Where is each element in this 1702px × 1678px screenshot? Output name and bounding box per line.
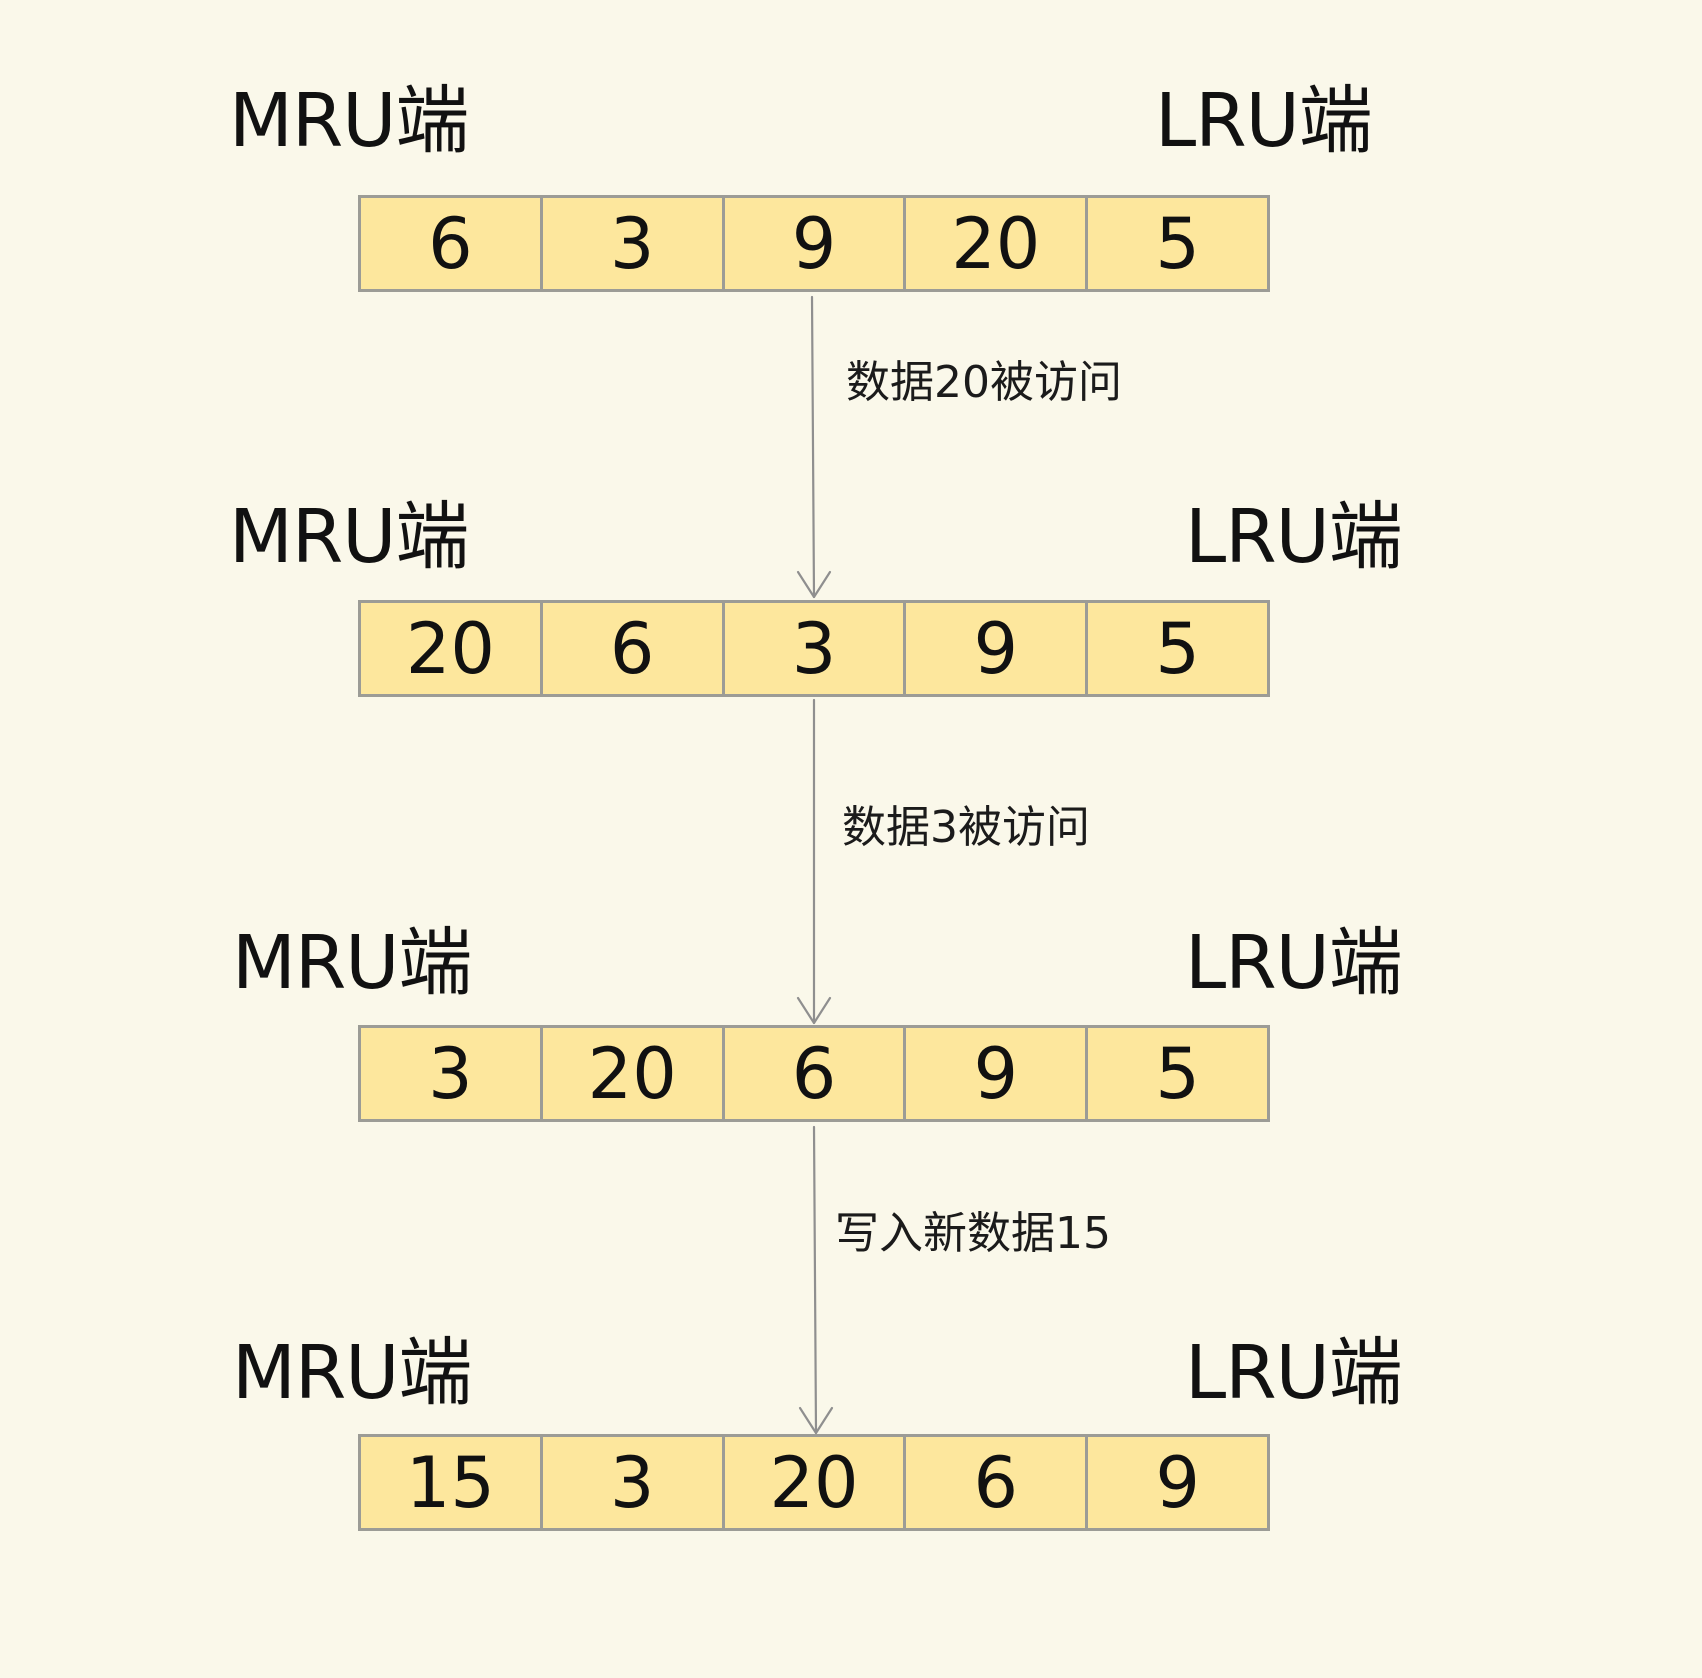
arrow-head-2 — [796, 996, 832, 1025]
cache-cell: 9 — [725, 198, 907, 289]
mru-label-2: MRU端 — [229, 494, 469, 580]
cache-cell: 6 — [906, 1437, 1089, 1528]
cache-cell: 9 — [906, 1028, 1089, 1119]
cache-cell: 20 — [725, 1437, 907, 1528]
cache-cell: 9 — [1155, 1441, 1200, 1524]
cache-cell: 5 — [1155, 607, 1200, 690]
lru-label-3: LRU端 — [1185, 920, 1403, 1006]
mru-label-3: MRU端 — [232, 920, 472, 1006]
cache-cell: 3 — [725, 603, 907, 694]
cache-row-2: 20 6 3 9 5 — [358, 600, 1270, 697]
cache-cell: 5 — [1155, 1032, 1200, 1115]
cache-cell: 5 — [1155, 202, 1200, 285]
cache-cell: 20 — [906, 198, 1089, 289]
cache-cell: 20 — [543, 1028, 725, 1119]
transition-label-3: 写入新数据15 — [835, 1208, 1111, 1259]
mru-label-1: MRU端 — [229, 78, 469, 164]
arrow-head-1 — [796, 570, 832, 599]
arrow-line-3 — [812, 1125, 818, 1435]
cache-row-1: 6 3 9 20 5 — [358, 195, 1270, 292]
cache-cell: 3 — [543, 1437, 725, 1528]
cache-cell: 6 — [725, 1028, 907, 1119]
cache-row-3: 3 20 6 9 5 — [358, 1025, 1270, 1122]
cache-row-4: 15 3 20 6 9 — [358, 1434, 1270, 1531]
arrow-head-3 — [798, 1406, 834, 1435]
lru-label-2: LRU端 — [1185, 494, 1403, 580]
cache-cell: 9 — [906, 603, 1089, 694]
arrow-line-1 — [810, 295, 816, 599]
cache-cell: 3 — [361, 1028, 543, 1119]
transition-label-1: 数据20被访问 — [846, 357, 1122, 408]
cache-cell: 3 — [543, 198, 725, 289]
mru-label-4: MRU端 — [232, 1330, 472, 1416]
cache-cell: 20 — [361, 603, 543, 694]
lru-label-4: LRU端 — [1185, 1330, 1403, 1416]
transition-label-2: 数据3被访问 — [842, 802, 1090, 853]
cache-cell: 6 — [543, 603, 725, 694]
cache-cell: 6 — [361, 198, 543, 289]
lru-label-1: LRU端 — [1155, 78, 1373, 164]
cache-cell: 15 — [361, 1437, 543, 1528]
